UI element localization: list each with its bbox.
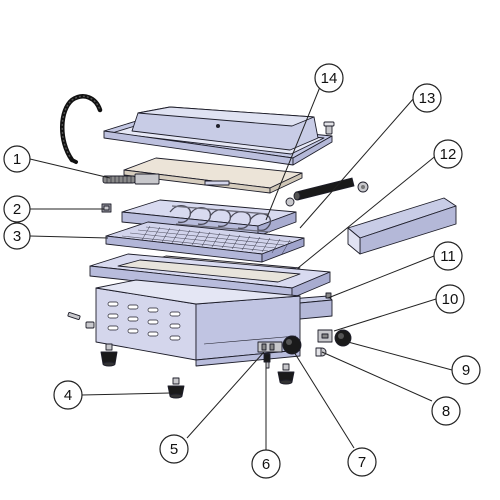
top-lid <box>103 106 333 166</box>
knobs <box>315 329 352 357</box>
callout-12: 12 <box>433 139 463 169</box>
callout-2: 2 <box>3 195 31 223</box>
callout-4-label: 4 <box>64 387 72 404</box>
callout-9: 9 <box>451 355 481 385</box>
callout-8: 8 <box>431 396 461 426</box>
callout-7: 7 <box>347 447 377 477</box>
callout-14: 14 <box>314 63 344 93</box>
side-cover <box>347 197 457 255</box>
callout-3-label: 3 <box>13 228 21 245</box>
callout-1: 1 <box>3 145 31 173</box>
callout-2-label: 2 <box>13 201 21 218</box>
grill-grate <box>105 221 305 263</box>
glass-plate <box>123 157 303 194</box>
vent-slots <box>107 301 181 341</box>
feet <box>100 343 295 399</box>
callout-8-label: 8 <box>442 403 450 420</box>
callout-11-label: 11 <box>440 248 456 265</box>
small-clip <box>101 203 112 213</box>
side-screws <box>67 312 95 329</box>
leader-lines <box>29 81 453 450</box>
callout-11: 11 <box>433 241 463 271</box>
base-body <box>95 279 301 367</box>
callout-10-label: 10 <box>442 291 459 308</box>
callout-5-label: 5 <box>170 441 178 458</box>
black-tube <box>285 177 369 207</box>
callout-13-label: 13 <box>419 90 436 107</box>
callout-7-label: 7 <box>358 454 366 471</box>
callout-13: 13 <box>412 83 442 113</box>
heating-rod <box>102 173 160 185</box>
cable-hose <box>60 94 103 164</box>
callout-3: 3 <box>3 222 31 250</box>
callout-4: 4 <box>53 380 83 410</box>
callout-14-label: 14 <box>321 70 338 87</box>
callout-12-label: 12 <box>440 146 457 163</box>
callout-6-label: 6 <box>262 456 270 473</box>
callout-10: 10 <box>435 284 465 314</box>
callout-5: 5 <box>159 434 189 464</box>
callout-1-label: 1 <box>13 151 21 168</box>
callout-9-label: 9 <box>462 362 470 379</box>
upper-coil-element <box>169 204 272 233</box>
lid-fitting <box>323 121 335 135</box>
callout-6: 6 <box>251 449 281 479</box>
